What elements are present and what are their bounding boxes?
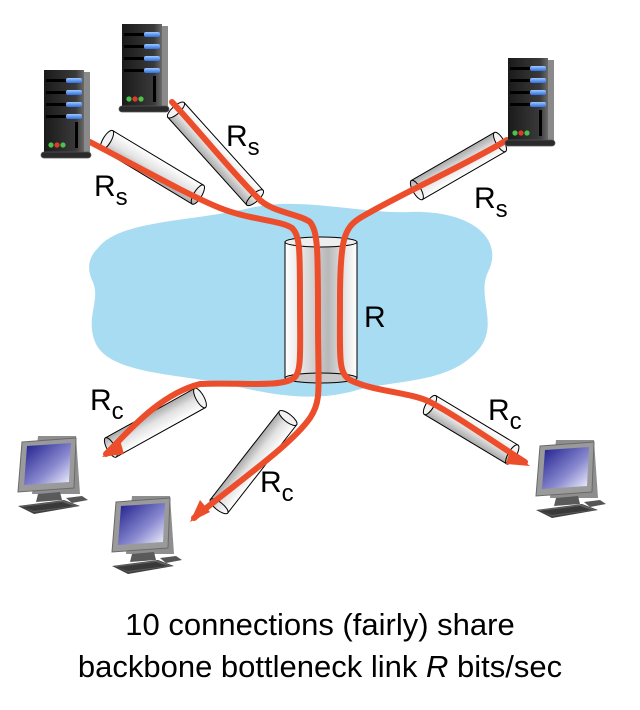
server-icon-top bbox=[118, 23, 170, 113]
caption-line-2: backbone bottleneck link R bits/sec bbox=[0, 648, 640, 686]
caption-line-1: 10 connections (fairly) share bbox=[125, 607, 515, 642]
arrowhead-client-middle bbox=[190, 500, 210, 522]
label-rs-right: Rs bbox=[474, 182, 508, 223]
desktop-computer-icon-right bbox=[535, 439, 607, 519]
server-icon-right bbox=[504, 57, 556, 147]
label-rc-left: Rc bbox=[90, 384, 124, 425]
desktop-computer-icon-left bbox=[17, 435, 89, 515]
desktop-computer-icon-middle bbox=[111, 495, 183, 575]
server-icon-left bbox=[40, 69, 92, 159]
flow-server-right bbox=[336, 137, 528, 465]
flow-server-top bbox=[169, 99, 322, 521]
caption-text-pre: backbone bottleneck link bbox=[77, 649, 426, 684]
arrowhead-client-left bbox=[102, 440, 124, 457]
flow-server-left bbox=[87, 139, 304, 457]
label-rs-top: Rs bbox=[226, 120, 260, 161]
label-rs-left: Rs bbox=[94, 170, 128, 211]
label-bottleneck-r: R bbox=[364, 301, 386, 334]
caption-text-post: bits/sec bbox=[448, 649, 563, 684]
caption-variable-r: R bbox=[426, 649, 449, 684]
label-rc-right: Rc bbox=[488, 394, 522, 435]
arrowhead-client-right bbox=[506, 450, 530, 466]
label-rc-middle: Rc bbox=[260, 466, 294, 507]
